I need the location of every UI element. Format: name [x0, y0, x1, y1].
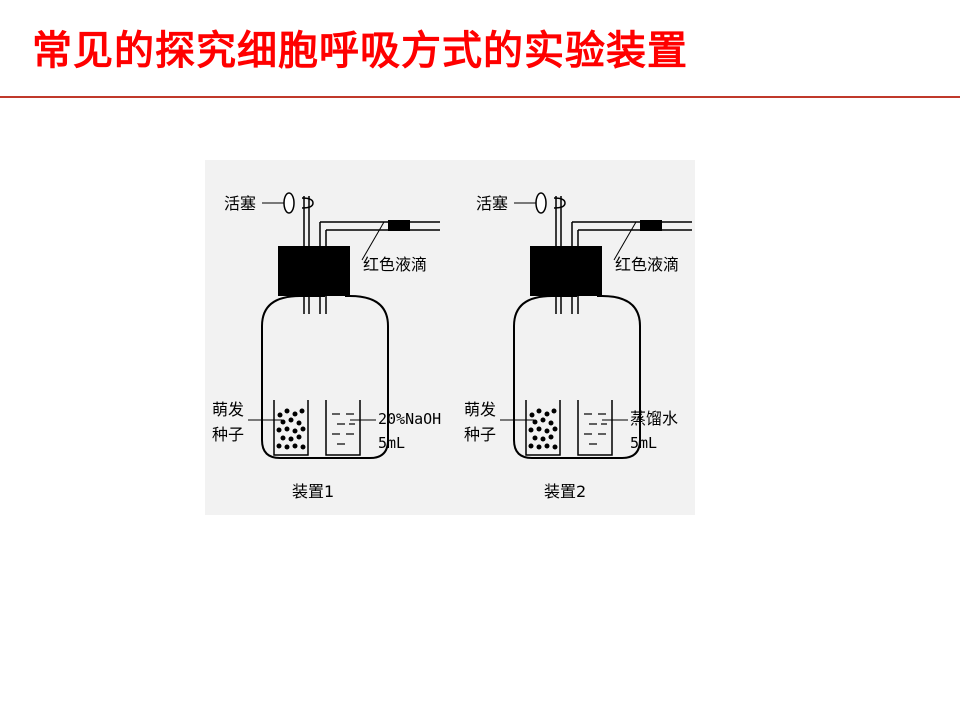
seeds-label-1b: 种子	[212, 425, 244, 444]
seeds-label-1a: 萌发	[212, 400, 244, 419]
diagram-panel	[205, 160, 695, 515]
liquid-1	[332, 413, 355, 445]
liquid-label-2a: 蒸馏水	[630, 409, 678, 428]
caption-2: 装置2	[544, 482, 586, 501]
seed-beaker-2	[525, 400, 561, 456]
liquid-label-1a: 20%NaOH	[378, 410, 441, 428]
stopcock-2	[535, 192, 547, 214]
apparatus-2: 活塞 红色液滴 萌发 种子 蒸馏水 5mL 装置2	[464, 192, 692, 501]
apparatus-1: 活塞 红色液滴 萌发 种子 20%NaOH 5mL 装置1	[212, 192, 441, 501]
seed-beaker-1	[273, 400, 309, 456]
seeds-2	[528, 408, 558, 450]
seeds-label-2a: 萌发	[464, 400, 496, 419]
stopcock-1	[283, 192, 295, 214]
liquid-beaker-1	[325, 400, 361, 456]
seeds-1	[276, 408, 306, 450]
red-droplet-1	[388, 220, 410, 231]
droplet-label-2: 红色液滴	[615, 255, 679, 274]
stopcock-label-2: 活塞	[476, 194, 508, 213]
liquid-beaker-2	[577, 400, 613, 456]
droplet-label-1: 红色液滴	[363, 255, 427, 274]
caption-1: 装置1	[292, 482, 334, 501]
liquid-2	[584, 413, 607, 445]
stopcock-label-1: 活塞	[224, 194, 256, 213]
stopper-2	[530, 246, 602, 296]
red-droplet-2	[640, 220, 662, 231]
liquid-label-1b: 5mL	[378, 434, 405, 452]
seeds-label-2b: 种子	[464, 425, 496, 444]
liquid-label-2b: 5mL	[630, 434, 657, 452]
stopper-1	[278, 246, 350, 296]
slide-title: 常见的探究细胞呼吸方式的实验装置	[32, 28, 688, 74]
title-rule	[0, 96, 960, 98]
